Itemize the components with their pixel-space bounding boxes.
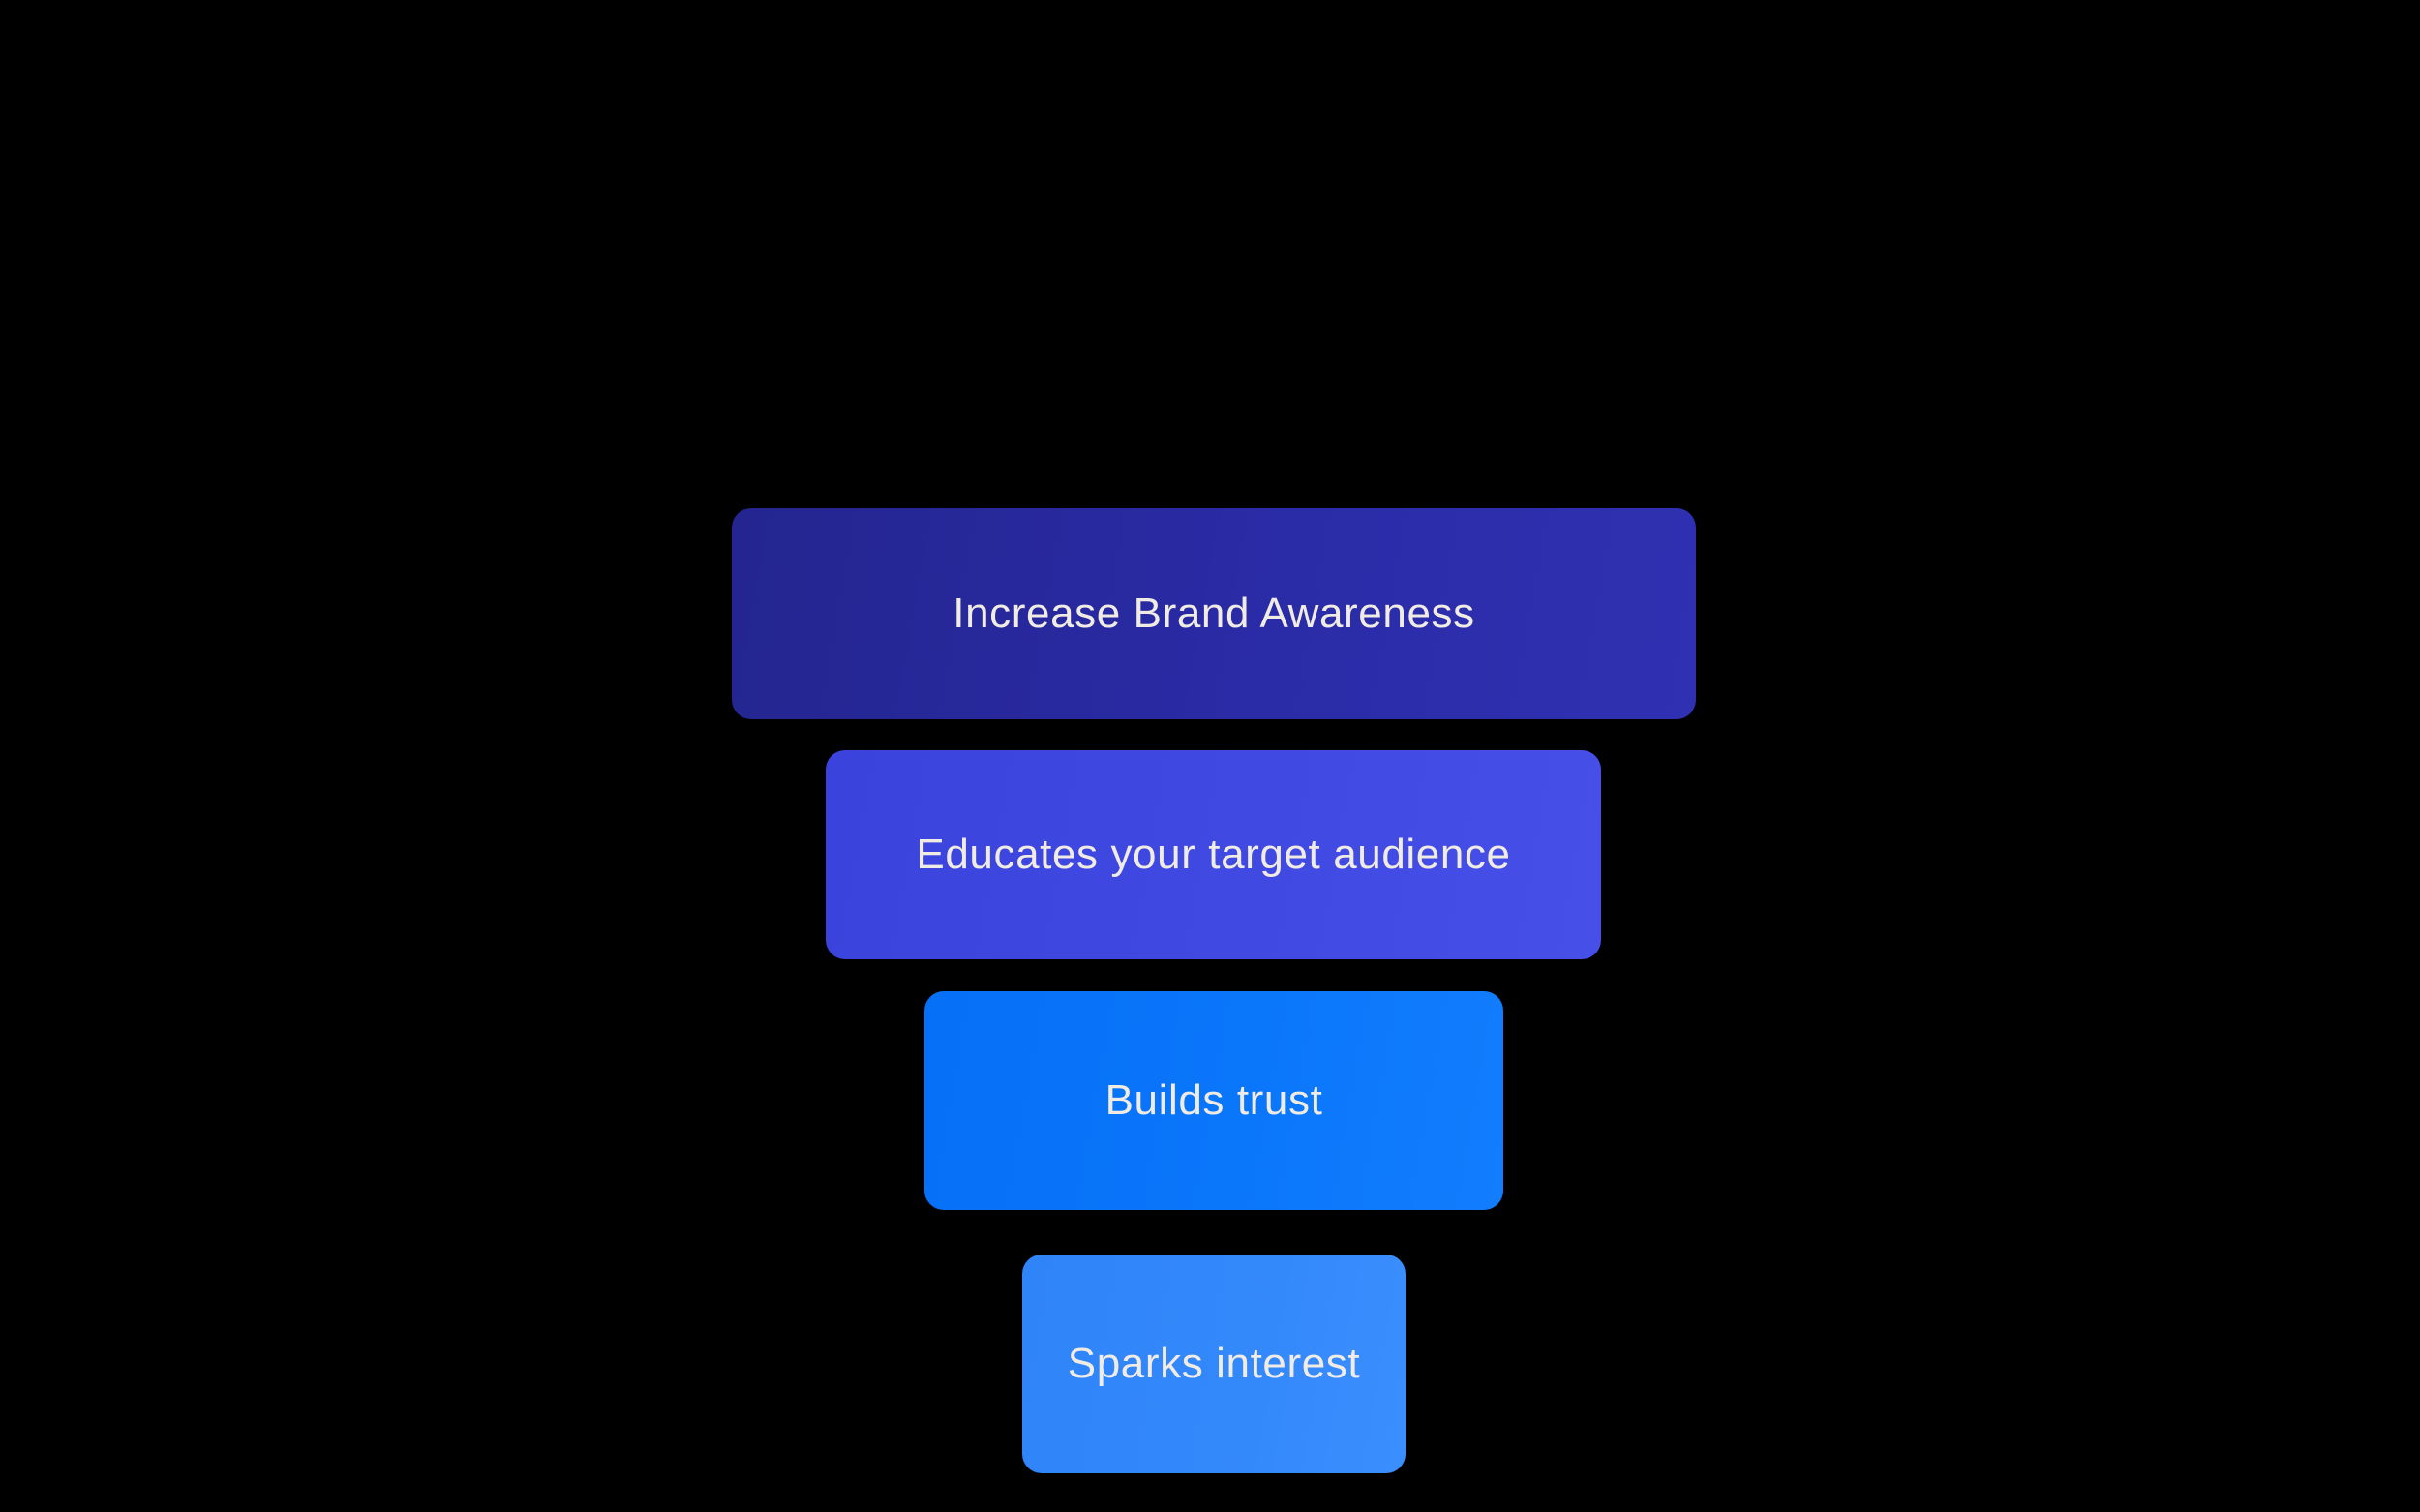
funnel-stage-2-label: Educates your target audience: [916, 830, 1511, 878]
funnel-stage-3-label: Builds trust: [1104, 1075, 1323, 1124]
funnel-stage-4-label: Sparks interest: [1067, 1339, 1361, 1387]
funnel-stage-1-label: Increase Brand Awareness: [953, 589, 1475, 637]
funnel-stage-1[interactable]: Increase Brand Awareness: [732, 508, 1696, 719]
funnel-stage-3[interactable]: Builds trust: [924, 991, 1503, 1210]
funnel-stage-2[interactable]: Educates your target audience: [826, 750, 1601, 959]
funnel-stage-4[interactable]: Sparks interest: [1022, 1255, 1406, 1473]
